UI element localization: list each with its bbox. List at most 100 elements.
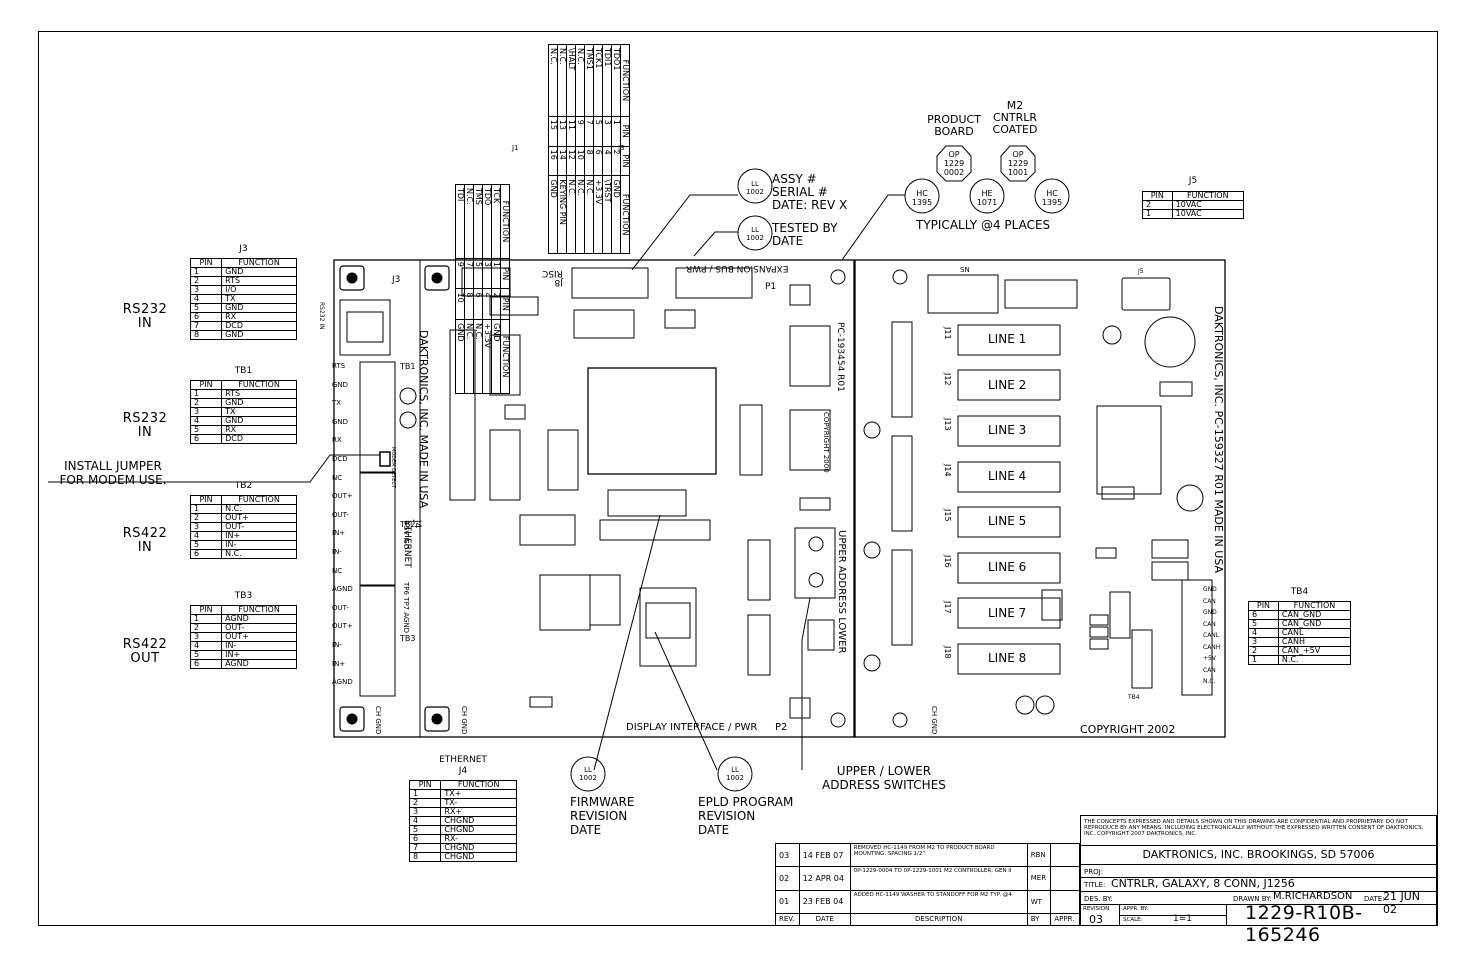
product-board-label: PRODUCT BOARD [927, 113, 981, 138]
revision-date: 12 APR 04 [798, 866, 851, 891]
revision-rev: 02 [775, 866, 800, 891]
table-cell: 8 [464, 288, 474, 320]
table-cell: 1 [1248, 655, 1279, 665]
drawn-by-value: M.RICHARDSON [1273, 891, 1353, 902]
table-cell: 15 [548, 116, 558, 147]
table-cell: N.C. [1277, 655, 1352, 665]
install-jumper-callout: INSTALL JUMPER FOR MODEM USE. [59, 459, 167, 487]
table-cell: 12 [566, 146, 576, 176]
revision-date: 14 FEB 07 [798, 842, 851, 868]
terminal-label: AGND [332, 678, 353, 687]
line-jack-label: LINE 2 [988, 377, 1027, 392]
ll-badge-epld: LL 1002 [726, 766, 744, 782]
title-block: THE CONCEPTS EXPRESSED AND DETAILS SHOWN… [1080, 815, 1437, 946]
table-cell: TMS1 [584, 44, 594, 117]
date-value: 21 JUN 02 [1383, 890, 1421, 916]
ll-badge-assy: LL 1002 [746, 180, 764, 196]
pin-header: PIN [620, 116, 630, 147]
table-cell: GND [221, 330, 297, 340]
terminal-label: OUT+ [332, 492, 353, 501]
op-badge-product: OP 1229 0002 [943, 150, 965, 177]
table-cell: 5 [473, 258, 483, 289]
tb3-title: TB3 [234, 591, 253, 601]
firmware-callout: FIRMWARE REVISION DATE [570, 795, 635, 837]
typically-label: TYPICALLY @4 PLACES [916, 218, 1051, 232]
terminal-label: OUT+ [332, 622, 353, 631]
left-board-outline [333, 259, 855, 738]
sn-label: SN [960, 266, 970, 274]
table-cell: 10 [455, 288, 465, 320]
table-cell: N.C. [548, 44, 558, 117]
can-terminal-label: CAN [1203, 597, 1216, 605]
address-label: UPPER ADDRESS LOWER [836, 530, 847, 654]
rs232-in-board-label: RS232 IN [318, 302, 325, 330]
pin-header: PIN [500, 288, 510, 320]
tb2-board-label: TB2 [400, 520, 416, 529]
table-cell: 1 [491, 258, 501, 289]
table-cell: 8 [584, 146, 594, 176]
modem-detect-label: MODEM DETECT [390, 447, 396, 488]
epld-callout: EPLD PROGRAM REVISION DATE [698, 795, 794, 837]
table-cell: AGND [221, 659, 297, 669]
function-header: FUNCTION [500, 319, 510, 394]
risc-label: J8 RISC [542, 268, 563, 287]
des-by-label: DES. BY: [1084, 895, 1113, 903]
expansion-bus-label: EXPANSION BUS / PWR [686, 263, 789, 273]
can-terminal-label: GND [1203, 586, 1217, 593]
table-cell: N.C. [566, 175, 576, 254]
function-header: FUNCTION [620, 175, 630, 254]
terminal-label: IN- [332, 548, 342, 556]
table-cell: 1 [1142, 209, 1173, 219]
proj-label: PROJ: [1084, 868, 1104, 876]
table-cell: TDO [482, 184, 492, 259]
revision-label: REVISION [1083, 906, 1110, 912]
table-cell: TMS [473, 184, 483, 259]
date-label: DATE: [1364, 895, 1385, 903]
terminal-label: OUT- [332, 510, 349, 519]
table-cell: 6 [189, 434, 223, 444]
jack-id: J11 [943, 327, 952, 340]
revision-value: 03 [1089, 913, 1103, 926]
terminal-label: GND [332, 380, 349, 389]
table-cell: +3.3V [482, 319, 492, 394]
line-jack-label: LINE 7 [988, 605, 1027, 620]
op-badge-m2: OP 1229 1001 [1007, 150, 1029, 177]
j4-title: ETHERNET J4 [439, 755, 487, 776]
can-terminal-label: N.C. [1203, 678, 1216, 685]
table-cell: 7 [464, 258, 474, 289]
revision-appr [1050, 889, 1080, 914]
p1-label: P1 [765, 282, 777, 292]
table-cell: 6 [593, 146, 603, 176]
right-copyright: COPYRIGHT 2002 [1080, 723, 1176, 736]
he-badge: HE 1071 [976, 189, 998, 207]
table-cell: TDI [455, 184, 465, 259]
revision-rev: 01 [775, 889, 800, 914]
can-terminal-label: CAN [1203, 666, 1216, 674]
title-label: TITLE: [1084, 881, 1106, 889]
description-header: DESCRIPTION [849, 912, 1028, 927]
j5-board-label: J5 [1138, 268, 1144, 275]
jack-id: J17 [943, 600, 952, 614]
jack-id: J13 [943, 418, 952, 431]
tb3-side-label: RS422 OUT [122, 637, 168, 666]
jack-id: J14 [943, 463, 952, 477]
